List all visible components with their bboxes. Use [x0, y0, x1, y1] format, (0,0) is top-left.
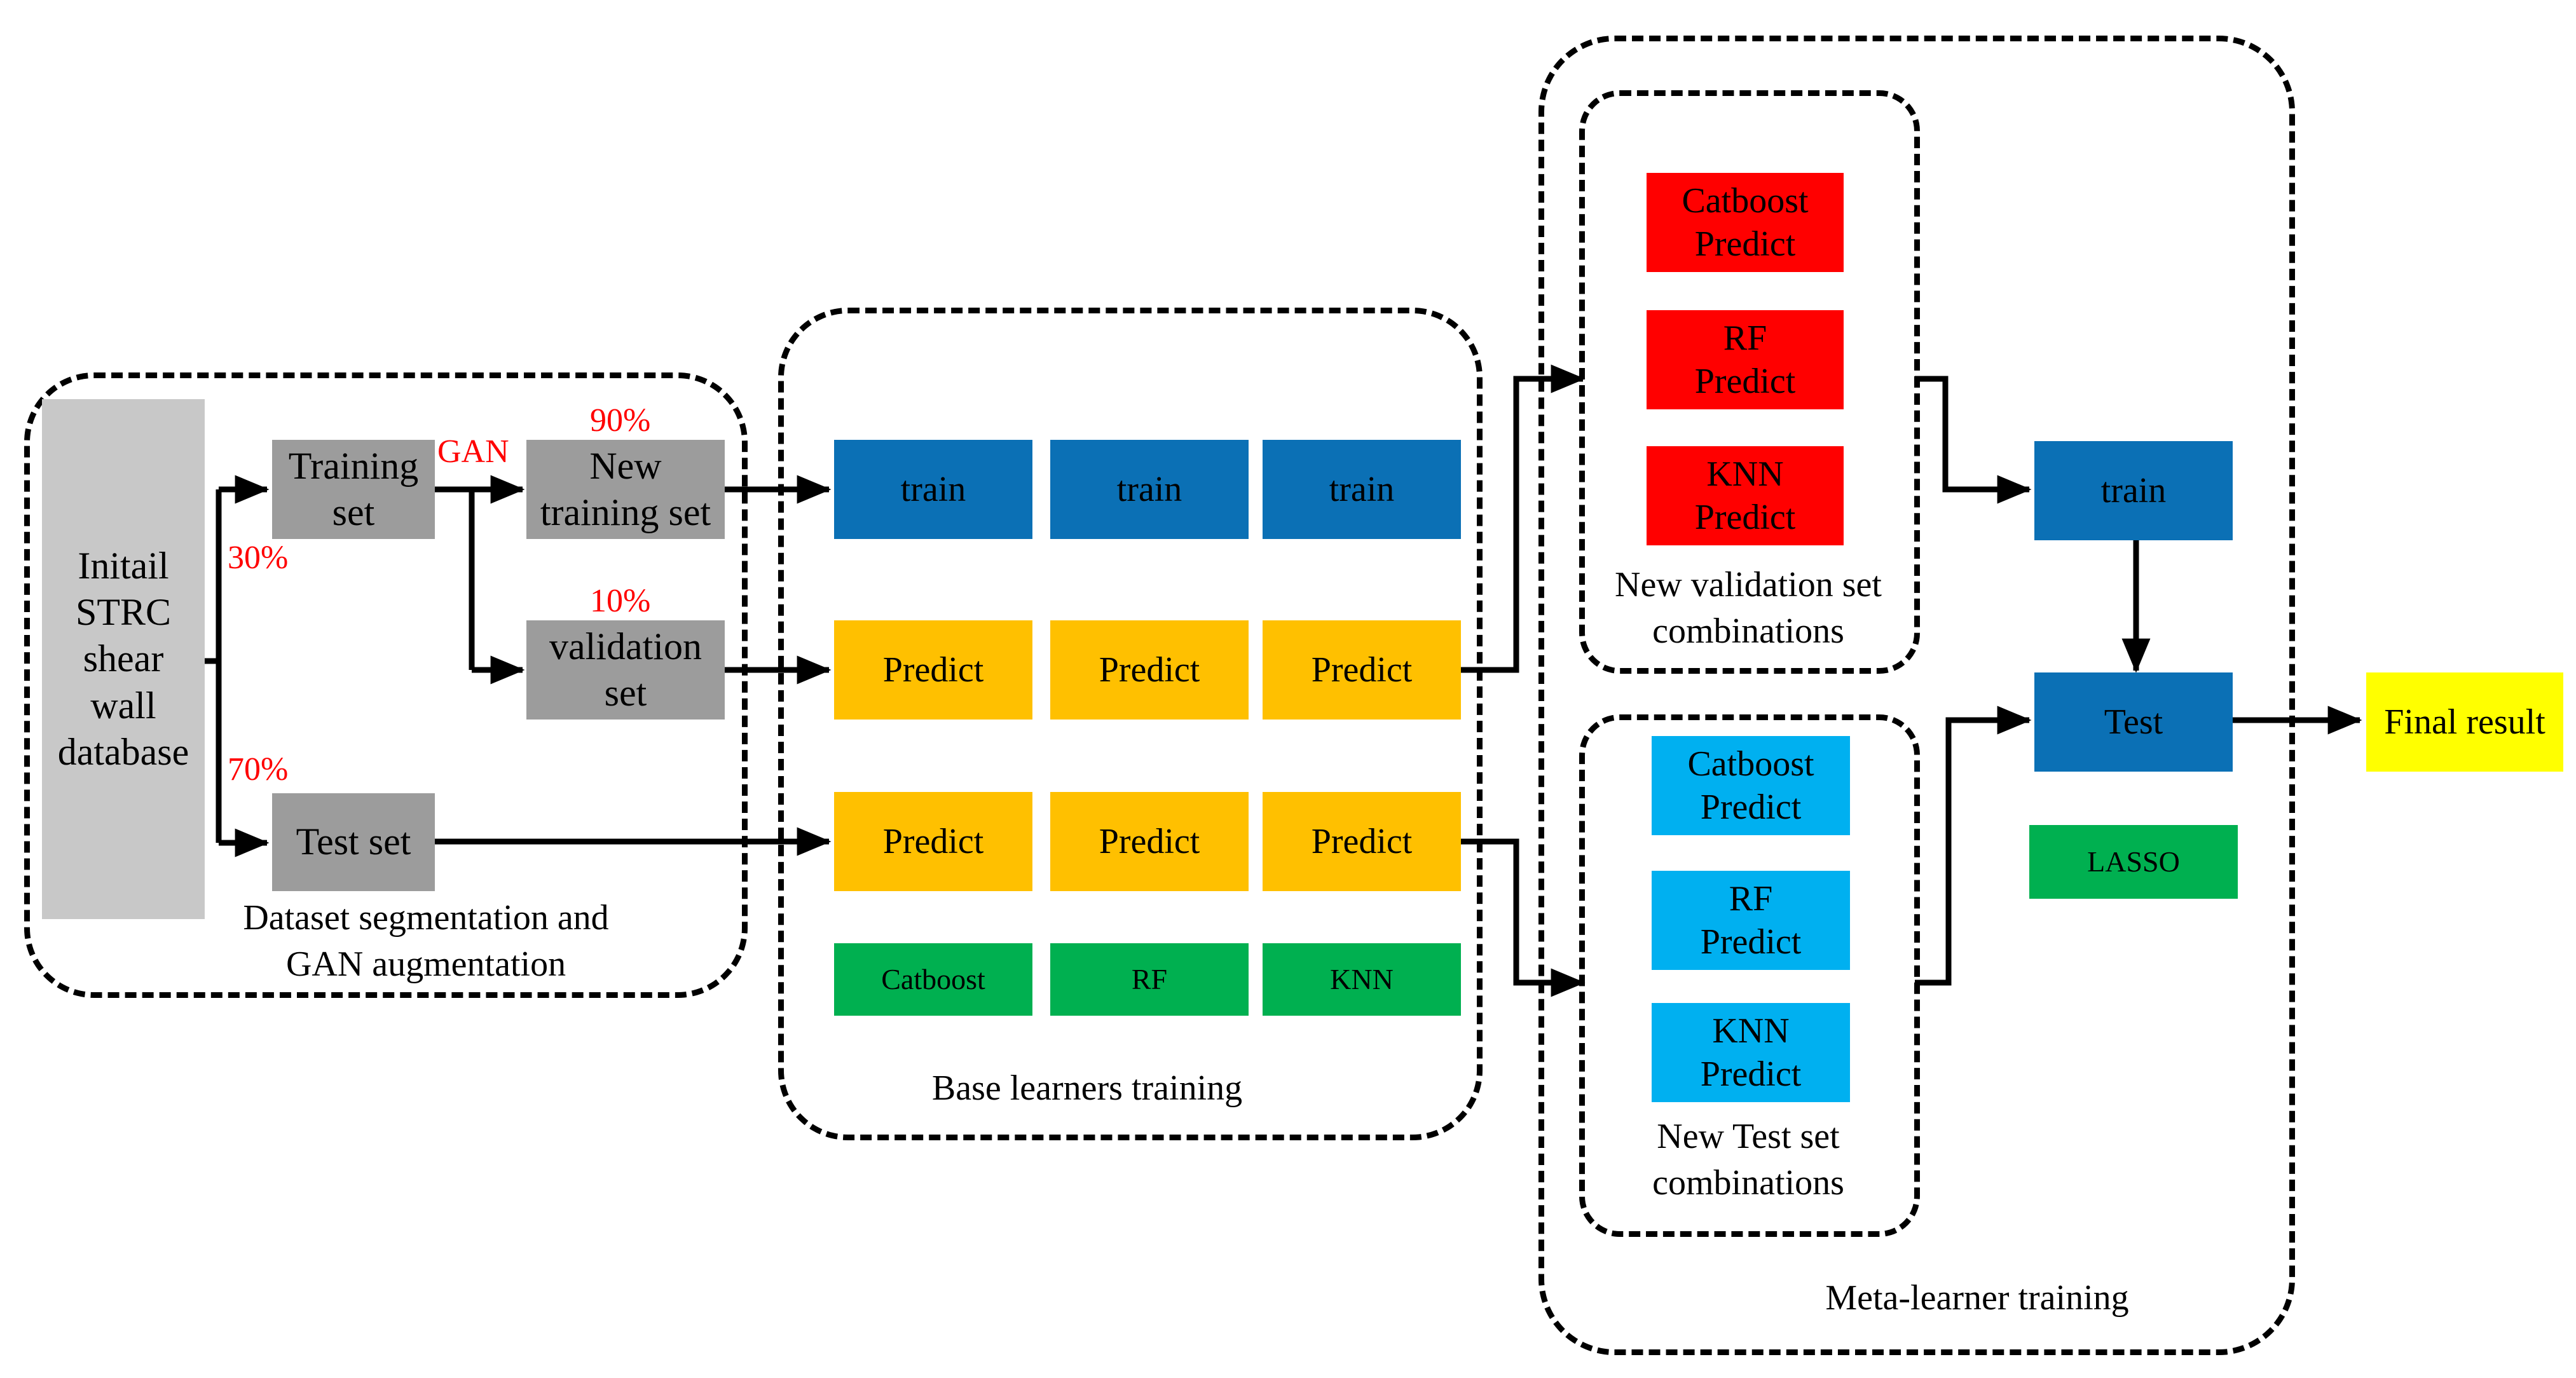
training-set-box: Training set	[272, 440, 435, 539]
gan-label: GAN	[437, 433, 509, 470]
test-combos-caption: New Test set combinations	[1652, 1117, 1844, 1203]
dataset-stage-caption: Dataset segmentation and GAN augmentatio…	[243, 898, 609, 984]
arrow-to-meta-train	[1915, 376, 2032, 504]
final-result-box: Final result	[2366, 672, 2563, 772]
dataset-stage-frame	[24, 372, 748, 998]
predict-row1-box-3: Predict	[1263, 620, 1461, 720]
predict-row2-box-1: Predict	[834, 792, 1032, 891]
knn-model-box: KNN	[1263, 943, 1461, 1016]
new-training-set-box: New training set	[526, 440, 725, 539]
meta-learner-stage-frame	[1538, 36, 2295, 1355]
meta-test-box: Test	[2034, 672, 2233, 772]
rf-test-predict-box: RF Predict	[1652, 871, 1850, 970]
percent-70-label: 70%	[228, 751, 289, 788]
arrow-to-validation-combos	[1461, 364, 1586, 673]
rf-validation-predict-box: RF Predict	[1647, 310, 1844, 409]
catboost-test-predict-box: Catboost Predict	[1652, 736, 1850, 835]
catboost-validation-predict-box: Catboost Predict	[1647, 173, 1844, 272]
predict-row1-box-2: Predict	[1050, 620, 1249, 720]
test-combos-frame	[1579, 714, 1920, 1237]
percent-10-label: 10%	[590, 583, 651, 619]
knn-validation-predict-box: KNN Predict	[1647, 446, 1844, 545]
predict-row1-box-1: Predict	[834, 620, 1032, 720]
train-box-2: train	[1050, 440, 1249, 539]
predict-row2-box-3: Predict	[1263, 792, 1461, 891]
arrow-to-test-combos	[1461, 838, 1586, 997]
arrow-to-meta-test	[1915, 706, 2032, 986]
validation-combos-frame	[1579, 90, 1920, 674]
meta-train-box: train	[2034, 441, 2233, 540]
meta-learner-caption: Meta-learner training	[1825, 1278, 2129, 1318]
test-set-box: Test set	[272, 793, 435, 891]
base-learners-caption: Base learners training	[931, 1068, 1243, 1108]
percent-30-label: 30%	[228, 540, 289, 576]
percent-90-label: 90%	[590, 402, 651, 439]
predict-row2-box-2: Predict	[1050, 792, 1249, 891]
knn-test-predict-box: KNN Predict	[1652, 1003, 1850, 1102]
train-box-3: train	[1263, 440, 1461, 539]
database-box: Initail STRC shear wall database	[42, 399, 205, 919]
catboost-model-box: Catboost	[834, 943, 1032, 1016]
rf-model-box: RF	[1050, 943, 1249, 1016]
validation-set-box: validation set	[526, 620, 725, 720]
validation-combos-caption: New validation set combinations	[1615, 565, 1882, 651]
train-box-1: train	[834, 440, 1032, 539]
lasso-model-box: LASSO	[2029, 825, 2238, 899]
base-learners-stage-frame	[778, 308, 1483, 1140]
